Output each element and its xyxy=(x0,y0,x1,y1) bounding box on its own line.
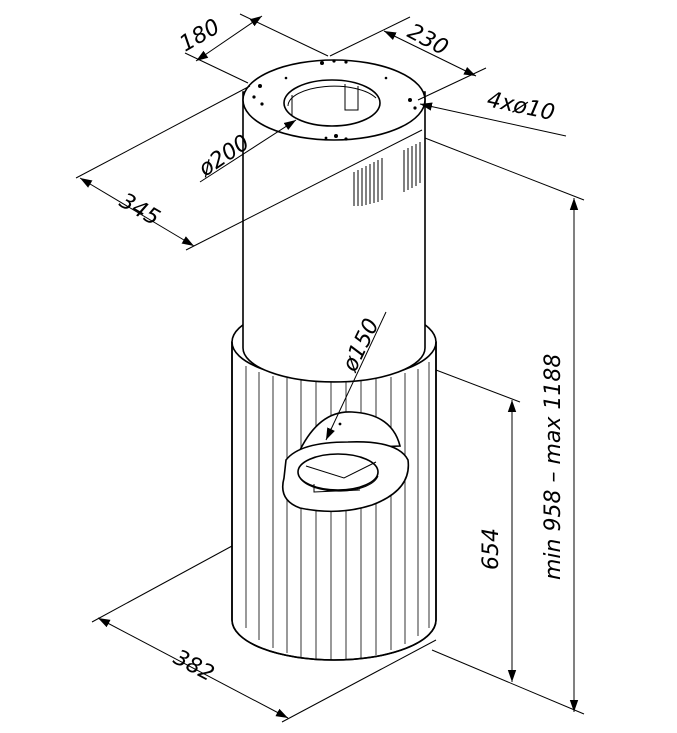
label-382: 382 xyxy=(169,645,218,687)
vent-slots xyxy=(353,142,421,206)
outlet-hole xyxy=(283,79,381,127)
label-230: 230 xyxy=(403,19,452,61)
label-height-range: min 958 – max 1188 xyxy=(541,354,566,580)
inner-outlet xyxy=(297,453,379,491)
inner-opening xyxy=(281,411,410,513)
dimension-lines xyxy=(75,13,585,723)
label-654: 654 xyxy=(479,528,504,570)
flange-holes xyxy=(252,59,417,141)
label-345: 345 xyxy=(115,189,164,232)
top-flange xyxy=(242,59,426,141)
label-180: 180 xyxy=(176,15,225,58)
chimney-cylinder xyxy=(242,91,426,383)
